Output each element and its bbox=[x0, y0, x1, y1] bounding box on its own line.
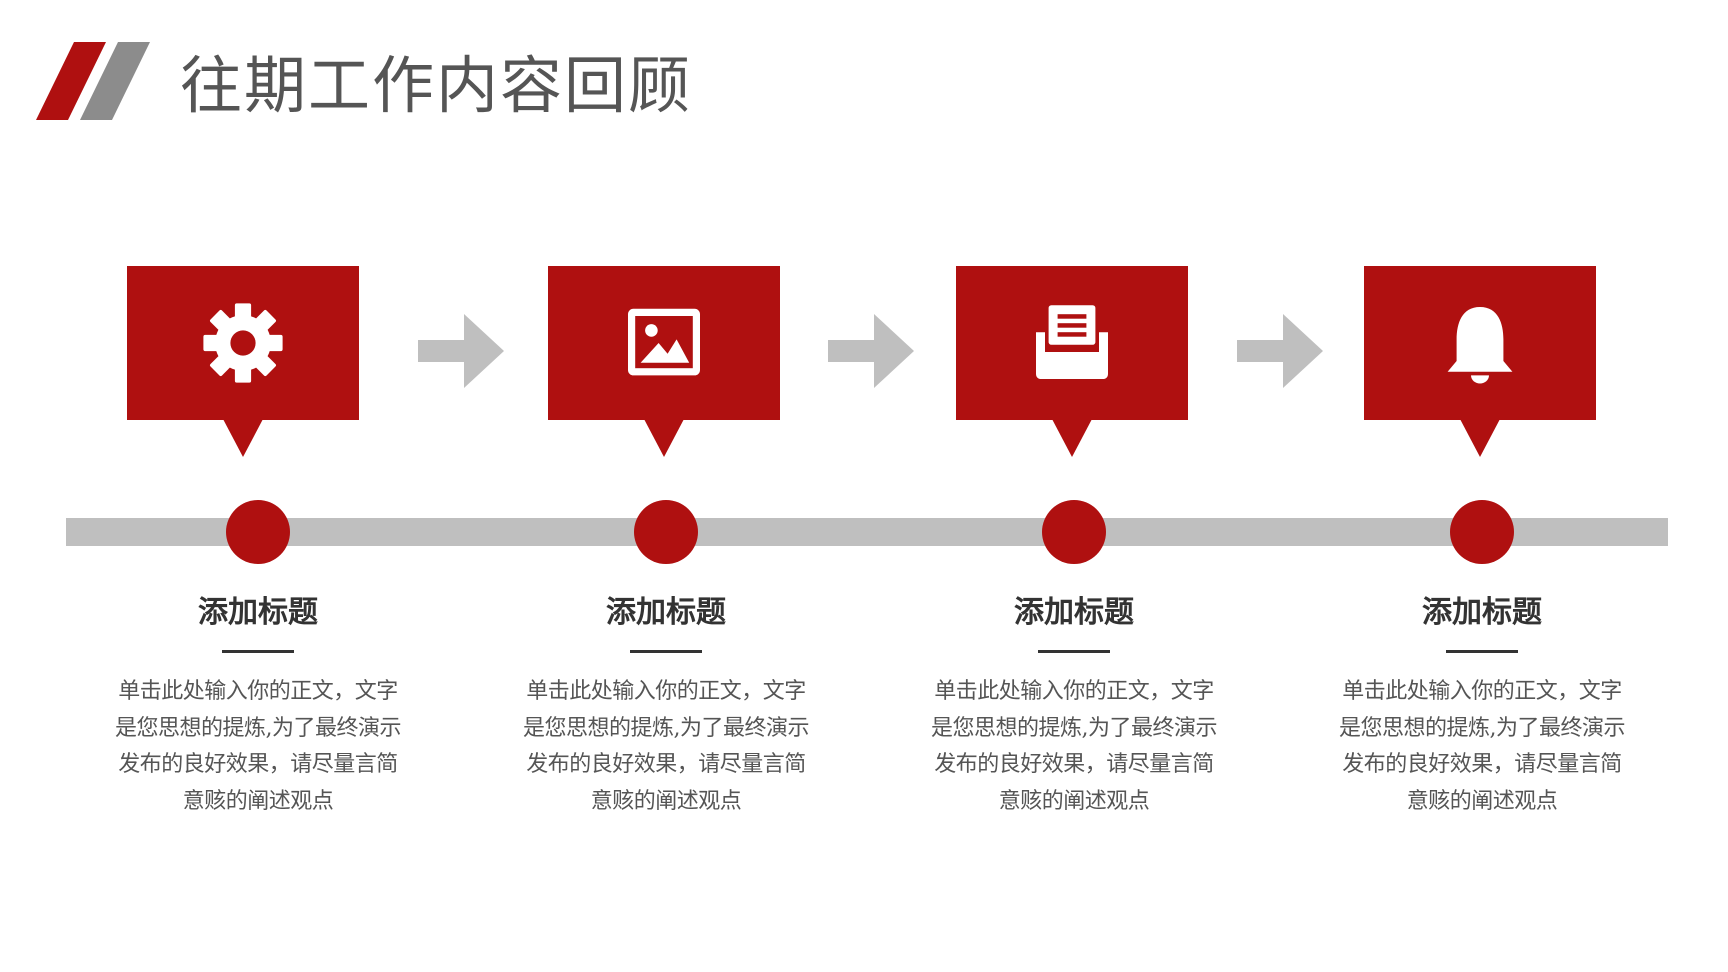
step-1-title: 添加标题 bbox=[198, 595, 318, 630]
step-1-callout bbox=[127, 266, 359, 458]
gear-icon bbox=[203, 303, 283, 383]
step-4-title: 添加标题 bbox=[1422, 595, 1542, 630]
step-3-callout bbox=[956, 266, 1188, 458]
right-arrow-icon bbox=[418, 314, 504, 388]
slash-logo-icon bbox=[36, 42, 150, 120]
timeline-node-1 bbox=[226, 500, 290, 564]
right-arrow-icon bbox=[1237, 314, 1323, 388]
step-4-description: 单击此处输入你的正文，文字 是您思想的提炼,为了最终演示 发布的良好效果，请尽量… bbox=[1339, 679, 1626, 814]
callout-pointer bbox=[644, 419, 684, 457]
timeline-track bbox=[66, 518, 1668, 546]
callout-pointer bbox=[1052, 419, 1092, 457]
timeline-node-4 bbox=[1450, 500, 1514, 564]
image-icon bbox=[628, 308, 700, 376]
step-4-callout bbox=[1364, 266, 1596, 458]
inbox-document-icon bbox=[1036, 305, 1108, 379]
step-2-description: 单击此处输入你的正文，文字 是您思想的提炼,为了最终演示 发布的良好效果，请尽量… bbox=[523, 679, 810, 814]
callout-pointer bbox=[223, 419, 263, 457]
step-2-callout bbox=[548, 266, 780, 458]
step-1-description: 单击此处输入你的正文，文字 是您思想的提炼,为了最终演示 发布的良好效果，请尽量… bbox=[115, 679, 402, 814]
step-3-title: 添加标题 bbox=[1014, 595, 1134, 630]
timeline-node-2 bbox=[634, 500, 698, 564]
title-underline bbox=[222, 650, 294, 653]
step-2-title: 添加标题 bbox=[606, 595, 726, 630]
callout-pointer bbox=[1460, 419, 1500, 457]
title-underline bbox=[630, 650, 702, 653]
step-3-description: 单击此处输入你的正文，文字 是您思想的提炼,为了最终演示 发布的良好效果，请尽量… bbox=[931, 679, 1218, 814]
timeline-node-3 bbox=[1042, 500, 1106, 564]
title-underline bbox=[1446, 650, 1518, 653]
page-title: 往期工作内容回顾 bbox=[180, 49, 693, 122]
bell-icon bbox=[1447, 307, 1513, 384]
title-underline bbox=[1038, 650, 1110, 653]
right-arrow-icon bbox=[828, 314, 914, 388]
